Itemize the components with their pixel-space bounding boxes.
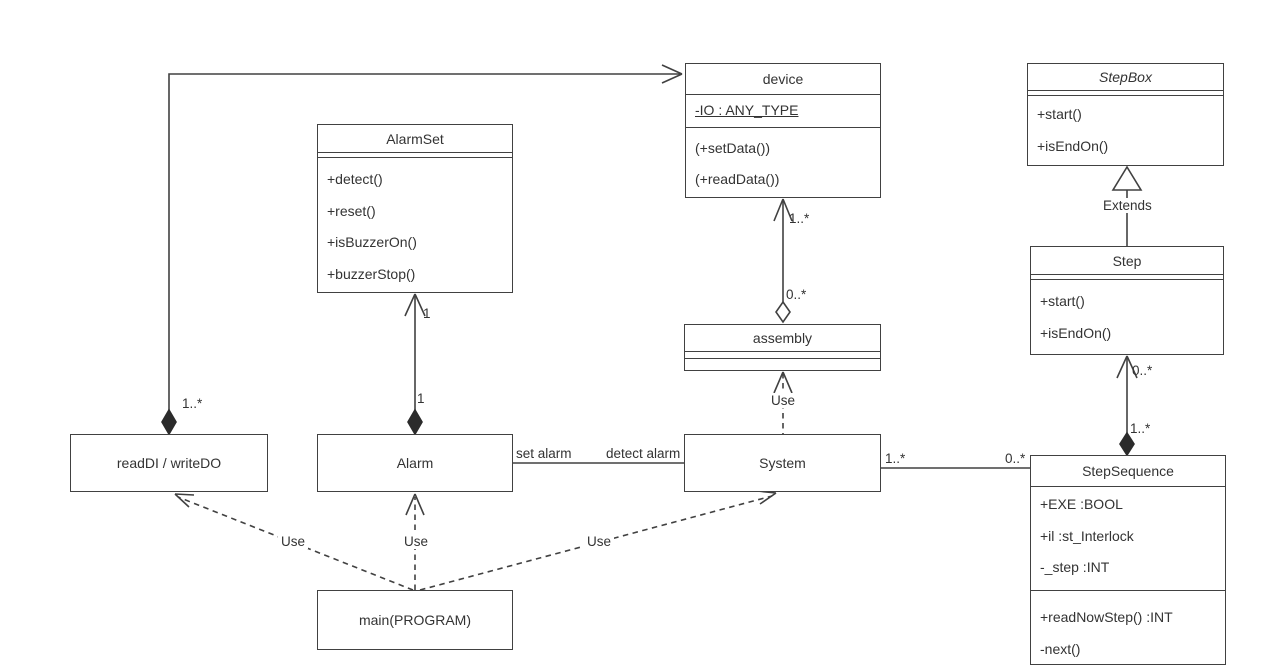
- member: +readNowStep() :INT: [1040, 609, 1173, 625]
- member: +start(): [1037, 106, 1082, 122]
- class-title: readDI / writeDO: [116, 455, 222, 471]
- multiplicity-label: 0..*: [786, 287, 807, 302]
- member: +buzzerStop(): [327, 265, 416, 282]
- attributes-compartment: [1028, 91, 1223, 96]
- attribute: -IO : ANY_TYPE: [695, 102, 799, 118]
- dependency-label: Use: [401, 534, 432, 549]
- class-stepsequence: StepSequence +EXE :BOOL +il :st_Interloc…: [1030, 455, 1226, 665]
- multiplicity-label: 0..*: [1132, 363, 1153, 378]
- attributes-compartment: +EXE :BOOL +il :st_Interlock -_step :INT: [1031, 487, 1225, 591]
- class-stepbox: StepBox +start() +isEndOn(): [1027, 63, 1224, 166]
- dependency-label: Use: [278, 534, 309, 549]
- methods-compartment: +start() +isEndOn(): [1031, 280, 1223, 354]
- attributes-compartment: [1031, 275, 1223, 280]
- member: (+readData()): [695, 171, 780, 187]
- generalization-label: Extends: [1100, 198, 1155, 213]
- class-system: System: [684, 434, 881, 492]
- multiplicity-label: 1..*: [1130, 421, 1151, 436]
- association-label: set alarm: [516, 446, 572, 461]
- class-main-program: main(PROGRAM): [317, 590, 513, 650]
- association-label: detect alarm: [606, 446, 681, 461]
- class-title: StepBox: [1028, 64, 1223, 91]
- class-title: StepSequence: [1031, 456, 1225, 487]
- methods-compartment: +start() +isEndOn(): [1028, 96, 1223, 165]
- attribute: +il :st_Interlock: [1040, 527, 1134, 544]
- class-title: AlarmSet: [318, 125, 512, 153]
- class-alarm: Alarm: [317, 434, 513, 492]
- multiplicity-label: 1: [417, 391, 425, 406]
- attribute: -_step :INT: [1040, 559, 1110, 575]
- member: +reset(): [327, 202, 376, 219]
- methods-compartment: +readNowStep() :INT -next(): [1031, 591, 1225, 665]
- class-title: device: [686, 64, 880, 95]
- class-title: Alarm: [396, 455, 434, 471]
- dependency-label: Use: [584, 534, 615, 549]
- class-readdi-writedo: readDI / writeDO: [70, 434, 268, 492]
- class-step: Step +start() +isEndOn(): [1030, 246, 1224, 355]
- attributes-compartment: [685, 352, 880, 359]
- multiplicity-label: 1: [423, 306, 431, 321]
- attributes-compartment: [318, 153, 512, 158]
- edge-main-to-readdi-use: [174, 493, 414, 591]
- class-title: assembly: [685, 325, 880, 352]
- class-title: System: [759, 455, 806, 471]
- member: +start(): [1040, 293, 1085, 309]
- class-device: device -IO : ANY_TYPE (+setData()) (+rea…: [685, 63, 881, 198]
- attributes-compartment: -IO : ANY_TYPE: [686, 95, 880, 128]
- dependency-label: Use: [768, 393, 799, 408]
- member: (+setData()): [695, 139, 771, 156]
- multiplicity-label: 1..*: [885, 451, 906, 466]
- class-title: Step: [1031, 247, 1223, 275]
- class-alarmset: AlarmSet +detect() +reset() +isBuzzerOn(…: [317, 124, 513, 293]
- member: +detect(): [327, 171, 383, 187]
- multiplicity-label: 1..*: [182, 396, 203, 411]
- methods-compartment: [685, 359, 880, 370]
- class-assembly: assembly: [684, 324, 881, 371]
- member: +isEndOn(): [1037, 137, 1109, 154]
- edge-main-to-alarm-use: [405, 493, 425, 590]
- member: +isEndOn(): [1040, 324, 1112, 341]
- multiplicity-label: 0..*: [1005, 451, 1026, 466]
- multiplicity-label: 1..*: [789, 211, 810, 226]
- member: -next(): [1040, 640, 1081, 657]
- edge-alarm-to-alarmset: [404, 293, 426, 436]
- member: +isBuzzerOn(): [327, 234, 417, 250]
- edge-assembly-to-device: [773, 198, 793, 324]
- methods-compartment: +detect() +reset() +isBuzzerOn() +buzzer…: [318, 158, 512, 292]
- class-title: main(PROGRAM): [358, 612, 471, 628]
- methods-compartment: (+setData()) (+readData()): [686, 128, 880, 198]
- attribute: +EXE :BOOL: [1040, 496, 1123, 512]
